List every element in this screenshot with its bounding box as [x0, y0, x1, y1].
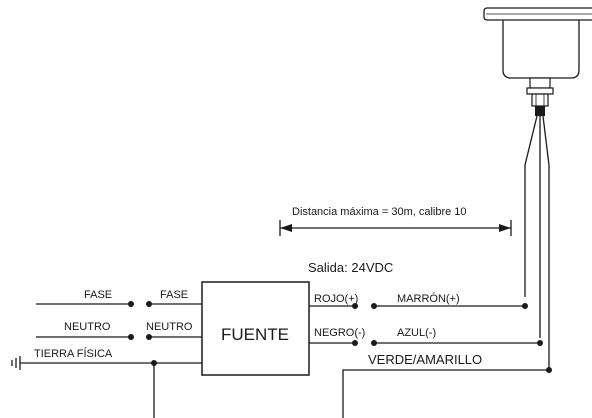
output-voltage-label: Salida: 24VDC: [308, 260, 393, 275]
marron-label: MARRÓN(+): [397, 292, 460, 305]
verde-amarillo-label: VERDE/AMARILLO: [368, 352, 482, 367]
output-wires: [309, 305, 549, 418]
neutro-terminal-label: NEUTRO: [146, 321, 193, 333]
ground-label: TIERRA FÍSICA: [34, 347, 113, 360]
sensor-cable: [524, 115, 550, 370]
distance-dimension: [279, 220, 512, 236]
distance-label: Distancia máxima = 30m, calibre 10: [292, 206, 467, 218]
input-wires: [20, 303, 202, 418]
fase-input-label: FASE: [84, 289, 112, 301]
output-terminals: [352, 303, 552, 373]
power-supply-box: [201, 281, 310, 376]
rojo-label: ROJO(+): [314, 293, 358, 305]
neutro-input-label: NEUTRO: [64, 321, 111, 333]
ground-icon: [11, 356, 21, 370]
azul-label: AZUL(-): [397, 327, 436, 339]
input-terminals: [128, 301, 157, 366]
power-supply-label: FUENTE: [221, 325, 289, 344]
sensor-device: [483, 7, 592, 116]
negro-label: NEGRO(-): [314, 327, 365, 339]
fase-terminal-label: FASE: [160, 289, 188, 301]
